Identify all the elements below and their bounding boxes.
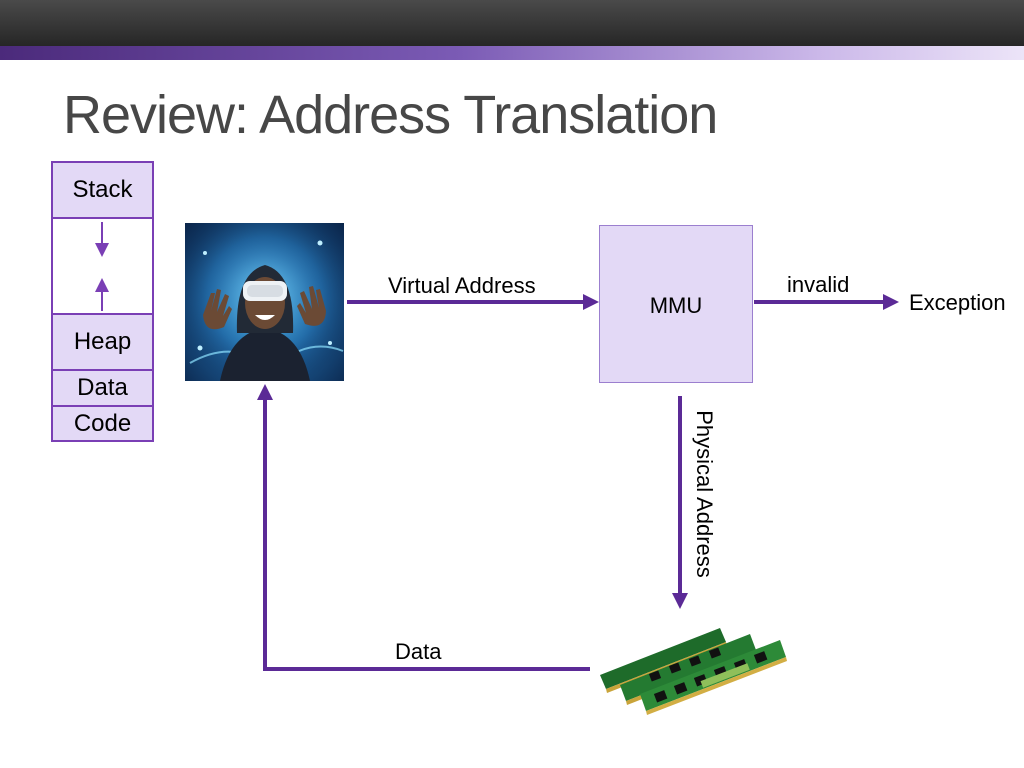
data-segment: Data	[51, 369, 154, 407]
data-return-arrow	[257, 384, 590, 671]
code-segment: Code	[51, 405, 154, 442]
exception-label: Exception	[909, 290, 1006, 315]
accent-bar	[0, 46, 1024, 60]
data-flow-label: Data	[395, 639, 442, 664]
ram-stick-front	[640, 640, 787, 715]
slide-title: Review: Address Translation	[63, 85, 718, 145]
vr-user-image	[185, 223, 344, 381]
virtual-address-label: Virtual Address	[388, 273, 536, 298]
physical-address-label: Physical Address	[692, 410, 717, 578]
mmu-box: MMU	[599, 225, 753, 383]
top-bar	[0, 0, 1024, 46]
heap-segment: Heap	[51, 313, 154, 371]
ram-modules-image	[600, 628, 787, 715]
mmu-label: MMU	[649, 293, 703, 318]
free-space-segment	[51, 217, 154, 315]
invalid-label: invalid	[787, 272, 850, 297]
stack-segment: Stack	[51, 161, 154, 219]
